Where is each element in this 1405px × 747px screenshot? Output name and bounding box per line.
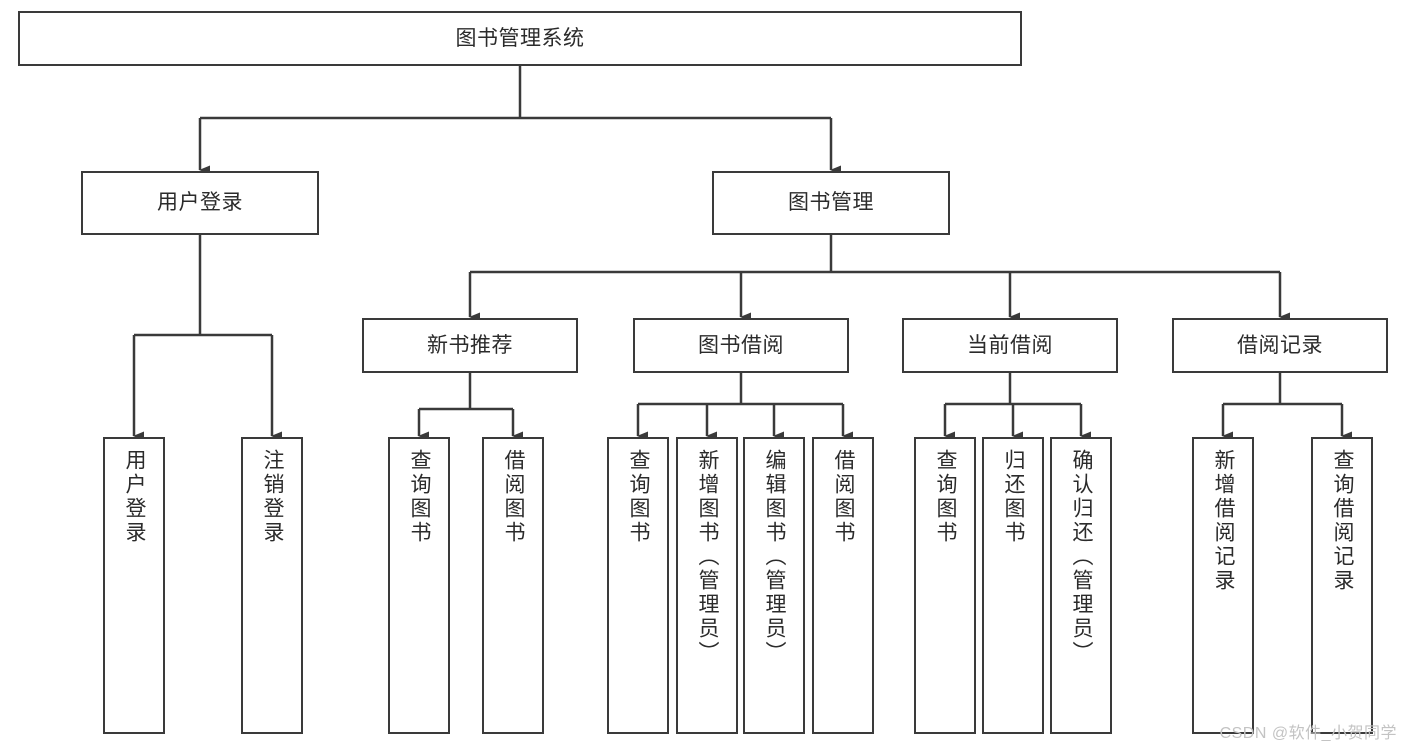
node-leaf-new-query[interactable]: 查询图书 — [388, 437, 450, 734]
node-l3-newbook[interactable]: 新书推荐 — [362, 318, 578, 373]
node-l3-borrow[interactable]: 图书借阅 — [633, 318, 849, 373]
node-l3-record[interactable]: 借阅记录 — [1172, 318, 1388, 373]
node-label: 新增图书（管理员） — [696, 449, 720, 665]
node-label: 查询图书 — [408, 449, 432, 545]
node-label: 查询图书 — [934, 449, 958, 545]
node-leaf-user-logout[interactable]: 注销登录 — [241, 437, 303, 734]
node-label: 当前借阅 — [967, 333, 1053, 357]
node-leaf-c-confirm[interactable]: 确认归还（管理员） — [1050, 437, 1112, 734]
node-leaf-b-borrow[interactable]: 借阅图书 — [812, 437, 874, 734]
node-label: 图书管理 — [788, 191, 874, 215]
node-label: 归还图书 — [1002, 449, 1026, 545]
node-leaf-c-query[interactable]: 查询图书 — [914, 437, 976, 734]
node-label: 图书管理系统 — [455, 26, 585, 50]
node-leaf-new-borrow[interactable]: 借阅图书 — [482, 437, 544, 734]
node-label: 借阅图书 — [832, 449, 856, 545]
node-l3-current[interactable]: 当前借阅 — [902, 318, 1118, 373]
node-l2-user[interactable]: 用户登录 — [81, 171, 319, 235]
node-label: 注销登录 — [261, 449, 285, 545]
node-label: 新增借阅记录 — [1212, 449, 1236, 593]
node-leaf-b-edit[interactable]: 编辑图书（管理员） — [743, 437, 805, 734]
node-label: 新书推荐 — [427, 333, 513, 357]
node-leaf-r-query[interactable]: 查询借阅记录 — [1311, 437, 1373, 734]
node-label: 查询借阅记录 — [1331, 449, 1355, 593]
node-leaf-b-add[interactable]: 新增图书（管理员） — [676, 437, 738, 734]
node-label: 编辑图书（管理员） — [763, 449, 787, 665]
node-label: 图书借阅 — [698, 333, 784, 357]
node-label: 用户登录 — [157, 191, 243, 215]
node-leaf-user-login[interactable]: 用户登录 — [103, 437, 165, 734]
node-label: 用户登录 — [123, 449, 147, 545]
node-label: 查询图书 — [627, 449, 651, 545]
node-l2-book[interactable]: 图书管理 — [712, 171, 950, 235]
node-root[interactable]: 图书管理系统 — [18, 11, 1022, 66]
node-label: 借阅图书 — [502, 449, 526, 545]
watermark-text: CSDN @软件_小贺同学 — [1219, 725, 1397, 742]
connector-group — [132, 66, 1352, 441]
node-leaf-c-return[interactable]: 归还图书 — [982, 437, 1044, 734]
node-label: 确认归还（管理员） — [1070, 449, 1094, 665]
node-leaf-b-query[interactable]: 查询图书 — [607, 437, 669, 734]
node-label: 借阅记录 — [1237, 333, 1323, 357]
node-leaf-r-add[interactable]: 新增借阅记录 — [1192, 437, 1254, 734]
